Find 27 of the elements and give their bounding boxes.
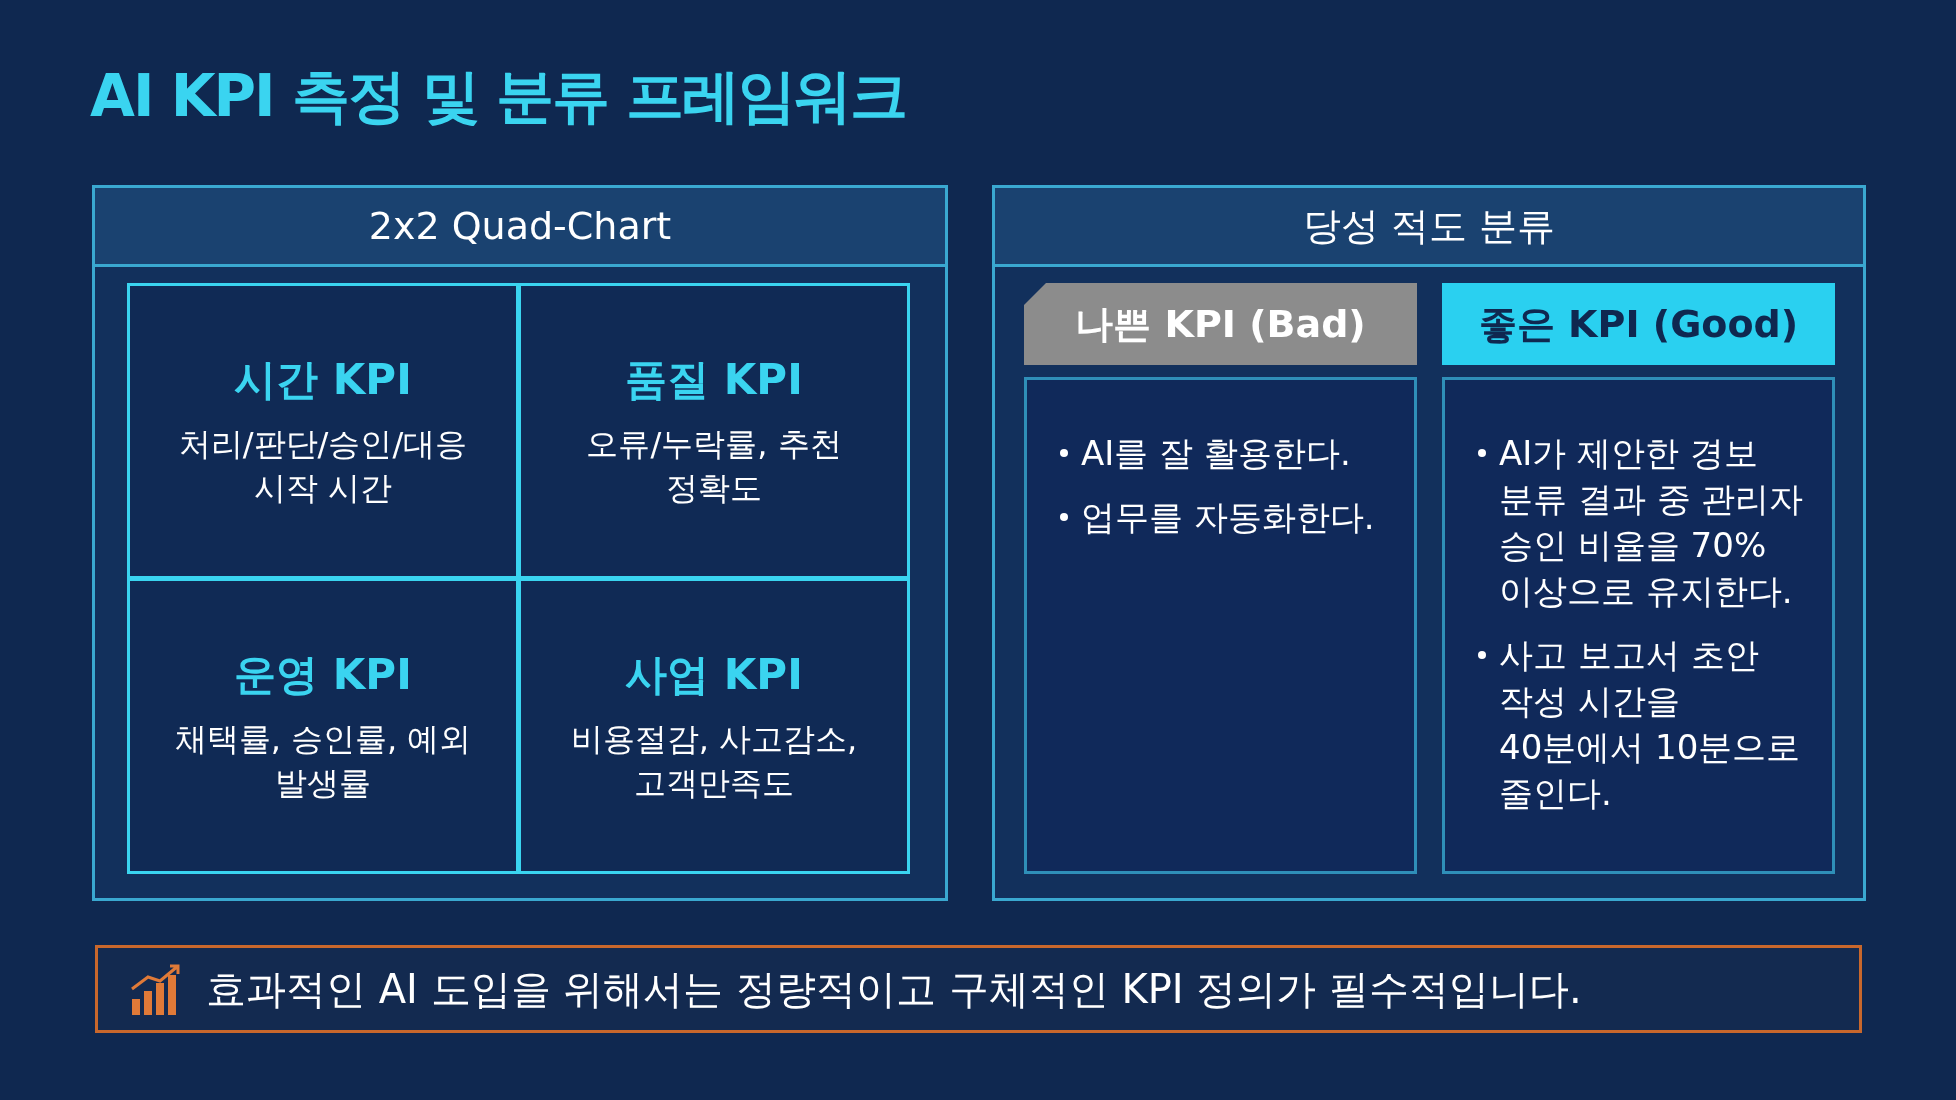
bullet-text: AI가 제안한 경보 분류 결과 중 관리자 승인 비율을 70%이상으로 유지한다. (1475, 430, 1812, 614)
note-banner (95, 945, 1862, 1033)
panel-heading: 2x2 Quad-Chart (95, 188, 945, 267)
quadrant-box (518, 283, 910, 579)
bullet-text: AI를 잘 활용한다. (1057, 430, 1394, 476)
quadrant-heading: 운영 KPI (234, 649, 412, 701)
panel (92, 185, 948, 901)
quadrant-heading: 품질 KPI (625, 354, 803, 406)
quadrant-box (518, 578, 910, 874)
content-box (1442, 377, 1835, 874)
header-tab: 좋은 KPI (Good) (1442, 283, 1835, 365)
note-text: 효과적인 AI 도입을 위해서는 정량적이고 구체적인 KPI 정의가 필수적입니다. (206, 964, 1582, 1014)
quadrant-text: 비용절감, 사고감소, 고객만족도 (569, 719, 859, 804)
quadrant-heading: 시간 KPI (234, 354, 412, 406)
content-box (1024, 377, 1417, 874)
quadrant-text: 오류/누락률, 추천 정확도 (585, 424, 843, 509)
quadrant-text: 채택률, 승인률, 예외 발생률 (173, 719, 473, 804)
panel-heading: 당성 적도 분류 (995, 188, 1863, 267)
quadrant-box (127, 578, 519, 874)
quadrant-box (127, 283, 519, 579)
bullet-text: 업무를 자동화한다. (1057, 494, 1394, 540)
panel (992, 185, 1866, 901)
header-tab: 나쁜 KPI (Bad) (1024, 283, 1417, 365)
bullet-text: 사고 보고서 초안 작성 시간을 40분에서 10분으로 줄인다. (1475, 632, 1812, 816)
quadrant-text: 처리/판단/승인/대응 시작 시간 (177, 424, 469, 509)
quadrant-heading: 사업 KPI (625, 649, 803, 701)
title: AI KPI 측정 및 분류 프레임워크 (90, 61, 907, 132)
